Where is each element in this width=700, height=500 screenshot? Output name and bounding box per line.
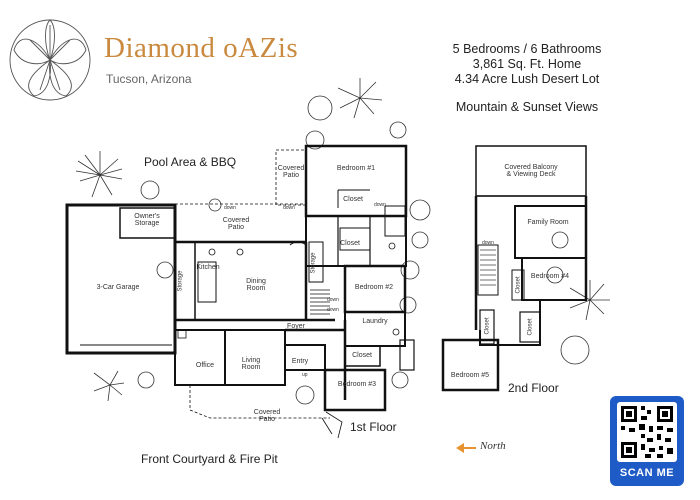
shrub-icon (305, 130, 325, 150)
stair-mark: down (327, 307, 339, 313)
palm-tree-icon (93, 370, 125, 402)
front-courtyard-label: Front Courtyard & Fire Pit (141, 452, 278, 466)
room-closet-2a: Closet (515, 276, 522, 294)
shrub-icon (411, 231, 429, 249)
stair-mark: down (224, 205, 236, 211)
second-floor-label: 2nd Floor (508, 381, 559, 395)
property-facts: 5 Bedrooms / 6 Bathrooms 3,861 Sq. Ft. H… (446, 42, 608, 87)
brand-location: Tucson, Arizona (106, 72, 192, 86)
room-covered-patio-mid: Covered Patio (222, 217, 250, 231)
qr-code-badge[interactable]: SCAN ME (610, 396, 684, 486)
shrub-icon (295, 385, 315, 405)
room-entry: Entry (291, 358, 309, 365)
room-covered-patio-bottom: Covered Patio (253, 409, 281, 423)
room-living: Living Room (241, 357, 261, 371)
room-closet-lower: Closet (352, 352, 372, 359)
room-office: Office (195, 362, 215, 369)
room-bedroom-3: Bedroom #3 (337, 381, 377, 388)
north-arrow-icon (456, 443, 476, 453)
room-closet-bedroom-1: Closet (343, 196, 363, 203)
shrub-icon (307, 95, 333, 121)
room-foyer: Foyer (287, 323, 305, 330)
shrub-icon (546, 266, 564, 284)
room-storage-mid: Storage (310, 252, 317, 274)
qr-scan-label: SCAN ME (619, 467, 675, 479)
shrub-icon (551, 231, 569, 249)
stair-mark: down (283, 205, 295, 211)
bedrooms-bathrooms: 5 Bedrooms / 6 Bathrooms (452, 42, 602, 56)
shrub-icon (156, 261, 174, 279)
stair-mark: up (302, 372, 308, 378)
lot-size: 4.34 Acre Lush Desert Lot (454, 72, 600, 86)
brand-title: Diamond oAZis (104, 32, 299, 64)
shrub-icon (399, 296, 417, 314)
palm-tree-icon (75, 151, 123, 198)
room-bedroom-1: Bedroom #1 (336, 165, 376, 172)
room-bedroom-2: Bedroom #2 (354, 284, 394, 291)
room-laundry: Laundry (362, 318, 388, 325)
pool-area-label: Pool Area & BBQ (144, 155, 237, 169)
room-bedroom-5: Bedroom #5 (450, 372, 490, 379)
logo-tree-icon (9, 19, 91, 101)
views-caption: Mountain & Sunset Views (455, 100, 599, 114)
room-kitchen: Kitchen (196, 264, 220, 271)
room-closet-2b: Closet (484, 317, 491, 335)
shrub-icon (409, 199, 431, 221)
stair-mark: down (374, 202, 386, 208)
stair-mark: down (327, 297, 339, 303)
square-footage: 3,861 Sq. Ft. Home (472, 57, 582, 71)
room-bedroom-4: Bedroom #4 (530, 273, 570, 280)
palm-tree-icon (569, 280, 610, 321)
shrub-icon (389, 121, 407, 139)
shrub-icon (137, 371, 155, 389)
palm-tree-icon (337, 78, 383, 119)
shrub-icon (391, 371, 409, 389)
room-dining: Dining Room (246, 278, 266, 292)
north-label: North (480, 440, 506, 452)
room-closet-2c: Closet (527, 318, 534, 336)
room-covered-patio-top: Covered Patio (277, 165, 305, 179)
shrub-icon (560, 335, 590, 365)
room-owners-storage: Owner's Storage (134, 213, 160, 227)
room-balcony: Covered Balcony & Viewing Deck (504, 164, 558, 178)
room-closet-mid: Closet (340, 240, 360, 247)
shrub-icon (140, 180, 160, 200)
qr-code-icon (617, 402, 677, 462)
stair-mark: down (482, 240, 494, 246)
shrub-icon (208, 198, 222, 212)
shrub-icon (400, 260, 420, 280)
second-floor-walls (441, 145, 588, 392)
landscape-plants (75, 78, 610, 405)
room-garage: 3-Car Garage (96, 284, 140, 291)
room-family: Family Room (527, 219, 569, 226)
first-floor-label: 1st Floor (350, 420, 397, 434)
room-storage-left: Storage (177, 270, 184, 292)
first-floor-walls (65, 144, 415, 439)
